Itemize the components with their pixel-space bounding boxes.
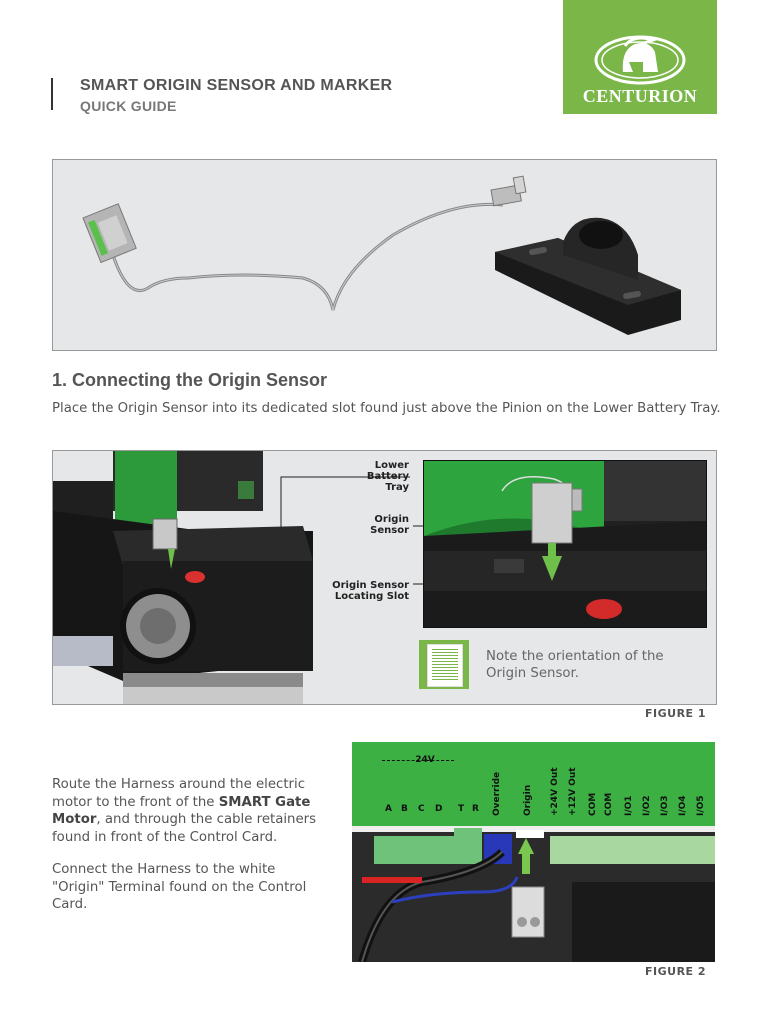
terminal-label: T	[458, 804, 465, 814]
terminal-label: B	[401, 804, 408, 814]
callout-origin-sensor: Origin Sensor	[351, 514, 409, 536]
terminal-label: C	[418, 804, 425, 814]
routing-text-end: , and through the cable retainers found …	[52, 812, 317, 845]
product-name: SMART Gate Motor	[52, 794, 311, 828]
wiring-illustration	[358, 838, 715, 962]
callout-line: Sensor	[370, 525, 409, 536]
product-overview-image	[52, 159, 717, 351]
callout-line: Origin Sensor	[332, 580, 409, 591]
connection-paragraph: Connect the Harness to the white "Origin…	[52, 862, 307, 912]
note-icon	[419, 640, 469, 689]
callout-line: Battery	[366, 471, 409, 482]
callout-locating-slot: Origin Sensor Locating Slot	[303, 580, 409, 602]
spartan-helmet-icon	[594, 35, 686, 85]
callout-line: Origin	[374, 514, 409, 525]
figure-2-caption: FIGURE 2	[645, 965, 707, 978]
document-subtitle: QUICK GUIDE	[80, 98, 177, 114]
figure-1-panel: Lower Battery Tray Origin Sensor Origin …	[52, 450, 717, 705]
section-intro-text: Place the Origin Sensor into its dedicat…	[52, 401, 721, 416]
terminal-block-tr	[454, 828, 482, 864]
callout-line: Locating Slot	[334, 591, 409, 602]
card-label-strip	[352, 742, 715, 830]
note-line: Origin Sensor.	[486, 666, 579, 681]
section-heading: 1. Connecting the Origin Sensor	[52, 370, 328, 390]
terminal-label: A	[385, 804, 392, 814]
document-title: SMART ORIGIN SENSOR AND MARKER	[80, 77, 393, 94]
callout-line: Tray	[385, 482, 409, 493]
voltage-bracket	[382, 760, 454, 762]
note-line: Note the orientation of the	[486, 649, 664, 664]
figure-1-note: Note the orientation of the Origin Senso…	[486, 648, 664, 682]
gate-motor-illustration	[53, 451, 313, 704]
callout-lower-battery-tray: Lower Battery Tray	[351, 460, 409, 493]
centurion-logo: CENTURION	[563, 0, 717, 114]
terminal-block-outputs	[550, 836, 715, 864]
page-lines-icon	[427, 644, 463, 687]
sensor-and-marker-illustration	[82, 175, 681, 335]
terminal-label: R	[472, 804, 479, 814]
terminal-label: D	[435, 804, 443, 814]
routing-text: Route the Harness around the electric mo…	[52, 777, 306, 810]
card-edge	[352, 826, 715, 832]
origin-terminal	[516, 830, 544, 838]
origin-sensor-closeup	[423, 460, 707, 628]
figure-1-caption: FIGURE 1	[645, 707, 707, 720]
logo-wordmark: CENTURION	[582, 86, 698, 106]
header-rule	[51, 78, 53, 110]
routing-paragraph: Route the Harness around the electric mo…	[52, 776, 322, 846]
callout-line: Lower	[374, 460, 409, 471]
routing-instructions: Route the Harness around the electric mo…	[52, 776, 322, 914]
